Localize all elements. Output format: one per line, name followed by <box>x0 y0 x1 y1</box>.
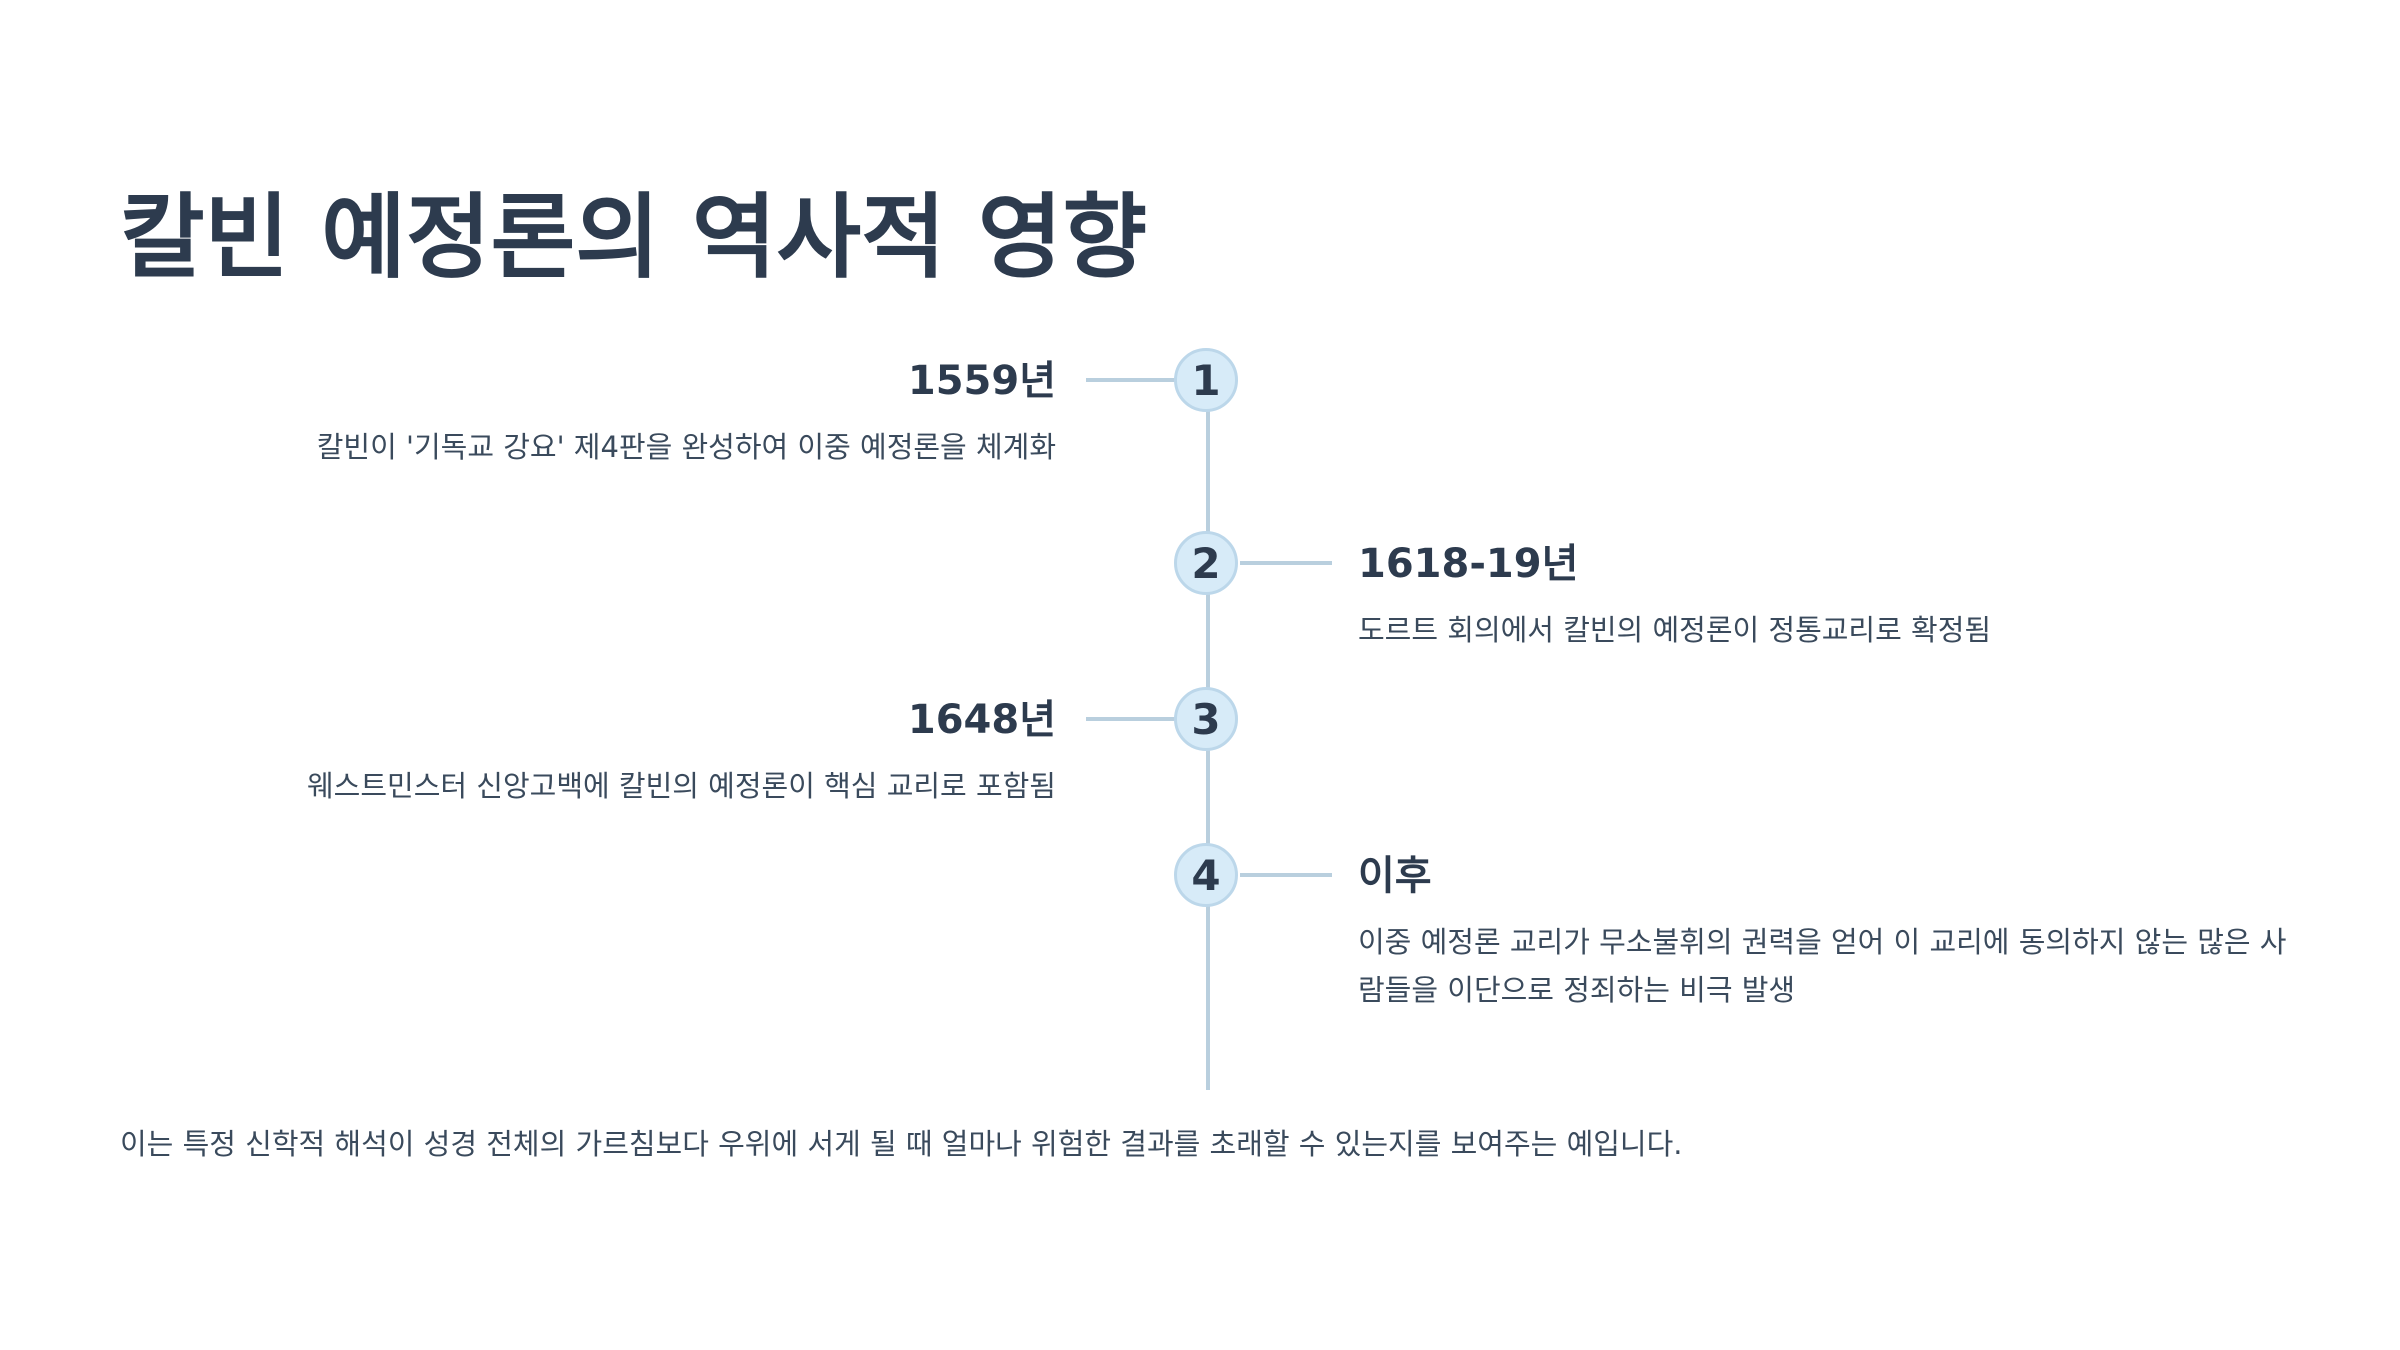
timeline-event-4-description: 이중 예정론 교리가 무소불휘의 권력을 얻어 이 교리에 동의하지 않는 많은… <box>1358 925 2287 1007</box>
timeline-event-3-date: 1648년 <box>907 697 1056 743</box>
timeline-event-3-description: 웨스트민스터 신앙고백에 칼빈의 예정론이 핵심 교리로 포함됨 <box>307 769 1056 803</box>
timeline-connector-4 <box>1240 873 1332 877</box>
timeline-connector-2 <box>1240 561 1332 565</box>
timeline-marker-1: 1 <box>1174 348 1238 412</box>
footer-note: 이는 특정 신학적 해석이 성경 전체의 가르침보다 우위에 서게 될 때 얼마… <box>120 1127 1683 1161</box>
timeline-event-1-description: 칼빈이 '기독교 강요' 제4판을 완성하여 이중 예정론을 체계화 <box>316 430 1056 464</box>
timeline-marker-3: 3 <box>1174 687 1238 751</box>
timeline-event-2-description: 도르트 회의에서 칼빈의 예정론이 정통교리로 확정됨 <box>1358 613 1992 647</box>
timeline-marker-4: 4 <box>1174 843 1238 907</box>
timeline-connector-1 <box>1086 378 1178 382</box>
timeline-event-1-date: 1559년 <box>907 358 1056 404</box>
timeline-event-2-date: 1618-19년 <box>1358 541 1579 587</box>
page-title: 칼빈 예정론의 역사적 영향 <box>120 184 1148 291</box>
timeline-connector-3 <box>1086 717 1178 721</box>
timeline-marker-2: 2 <box>1174 531 1238 595</box>
timeline-event-4-date: 이후 <box>1358 853 1432 899</box>
